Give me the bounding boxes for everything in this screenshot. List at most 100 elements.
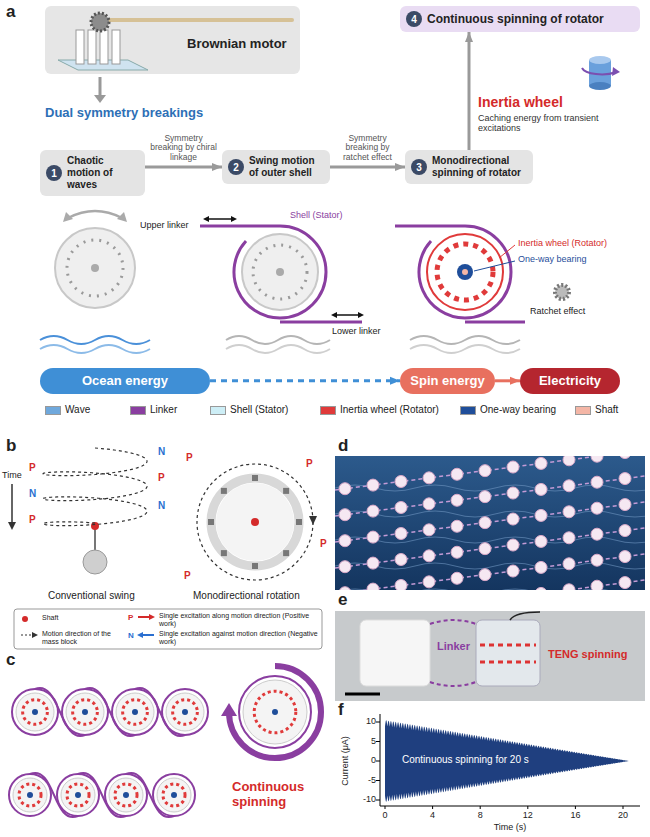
teng-photo xyxy=(480,661,536,664)
shell-swing xyxy=(242,234,318,310)
ocean-photo xyxy=(335,502,645,542)
device-chain xyxy=(16,693,54,731)
flow-arrow xyxy=(94,77,106,103)
chart-axes xyxy=(376,800,380,801)
legend-swatch xyxy=(45,406,61,415)
chart-axes xyxy=(380,806,640,807)
ocean-photo xyxy=(591,476,603,488)
ocean-photo xyxy=(339,535,351,547)
chart-axes xyxy=(376,780,380,781)
wave-circle xyxy=(67,240,123,296)
device-chain xyxy=(221,703,237,716)
ocean-photo xyxy=(563,456,575,466)
text-label: P xyxy=(186,452,193,464)
teng-photo xyxy=(510,612,540,620)
connector-arrow xyxy=(468,32,471,150)
legend-sample xyxy=(137,613,155,621)
shell-swing xyxy=(226,336,330,344)
legend-item: Wave xyxy=(45,404,90,416)
ocean-photo xyxy=(335,528,645,568)
axis-label: 4 xyxy=(430,810,435,820)
ocean-photo xyxy=(451,494,463,506)
brownian-motor xyxy=(45,6,300,74)
step-box: 3Monodirectional spinning of rotator xyxy=(405,150,533,184)
ocean-photo xyxy=(367,531,379,543)
device-chain xyxy=(153,774,195,816)
ocean-photo xyxy=(335,456,645,590)
text-label: Lower linker xyxy=(332,326,381,336)
ocean-photo xyxy=(507,513,519,525)
wave-circle xyxy=(40,336,150,344)
ocean-photo xyxy=(423,576,435,588)
ocean-photo xyxy=(535,509,547,521)
shell-swing xyxy=(358,312,364,318)
mass-blocks xyxy=(221,550,227,556)
legend-sample xyxy=(138,616,150,618)
node-text: Swing motion of outer shell xyxy=(249,155,324,179)
axis-label: -10 xyxy=(352,794,376,804)
ocean-photo xyxy=(591,554,603,566)
text-label: P xyxy=(184,570,191,582)
ocean-photo xyxy=(563,532,575,544)
device-chain xyxy=(19,784,41,806)
device-chain xyxy=(62,689,108,735)
axis-label: 16 xyxy=(570,810,580,820)
chart-axes xyxy=(376,722,380,723)
legend-text: One-way bearing xyxy=(480,404,556,416)
axis-label: 10 xyxy=(352,716,376,726)
rotation-wheel xyxy=(211,478,299,566)
device-chain xyxy=(171,792,177,798)
brownian-motor xyxy=(100,30,108,64)
wave-circle xyxy=(68,211,122,218)
device-chain xyxy=(75,792,81,798)
text-label: One-way bearing xyxy=(518,254,587,264)
flow-arrow xyxy=(94,95,106,103)
text-label: Time xyxy=(2,470,22,480)
text-label: N xyxy=(128,631,134,640)
ocean-photo xyxy=(535,561,547,573)
device-chain xyxy=(115,784,137,806)
text-label: Dual symmetry breakings xyxy=(45,106,203,121)
text-label: N xyxy=(29,488,36,500)
legend-sample xyxy=(21,634,33,635)
wave-circle xyxy=(117,212,127,222)
legend-text: Single excitation along motion direction… xyxy=(159,612,319,628)
device-chain xyxy=(157,778,191,812)
text-label: Inertia wheel xyxy=(478,94,563,110)
node-text: Chaotic motion of waves xyxy=(67,155,139,191)
device-chain xyxy=(162,689,208,735)
legend-text: Single excitation against motion directi… xyxy=(159,630,319,646)
panel-letter: e xyxy=(338,590,347,610)
text-label: Upper linker xyxy=(140,220,189,230)
rotation-wheel xyxy=(216,483,294,561)
node-text: Brownian motor xyxy=(187,36,300,52)
legend-sample xyxy=(137,632,143,638)
legend-text: Linker xyxy=(150,404,177,416)
chart-axes xyxy=(376,714,640,809)
pendulum xyxy=(83,550,107,574)
step-box: 4Continuous spinning of rotator xyxy=(400,6,640,32)
chart-axes xyxy=(575,806,576,809)
step-number: 4 xyxy=(406,11,422,27)
device-chain xyxy=(57,774,99,816)
ocean-photo xyxy=(563,480,575,492)
legend-sample xyxy=(32,632,38,638)
legend-swatch xyxy=(320,406,336,415)
ocean-photo xyxy=(339,483,351,495)
legend-text: Motion direction of the mass block xyxy=(42,630,125,646)
ocean-photo xyxy=(535,587,547,590)
ocean-photo xyxy=(591,580,603,590)
legend-item: Single excitation along motion direction… xyxy=(137,612,319,628)
ocean-photo xyxy=(423,498,435,510)
ocean-photo xyxy=(367,479,379,491)
device-chain xyxy=(243,680,307,744)
ocean-photo xyxy=(367,557,379,569)
legend-swatch xyxy=(575,406,591,415)
step-number: 2 xyxy=(228,159,244,175)
mass-blocks xyxy=(252,475,258,481)
shell-swing xyxy=(226,345,330,353)
ocean-photo xyxy=(367,583,379,590)
mass-blocks xyxy=(208,519,214,525)
connector-arrow xyxy=(495,379,520,382)
